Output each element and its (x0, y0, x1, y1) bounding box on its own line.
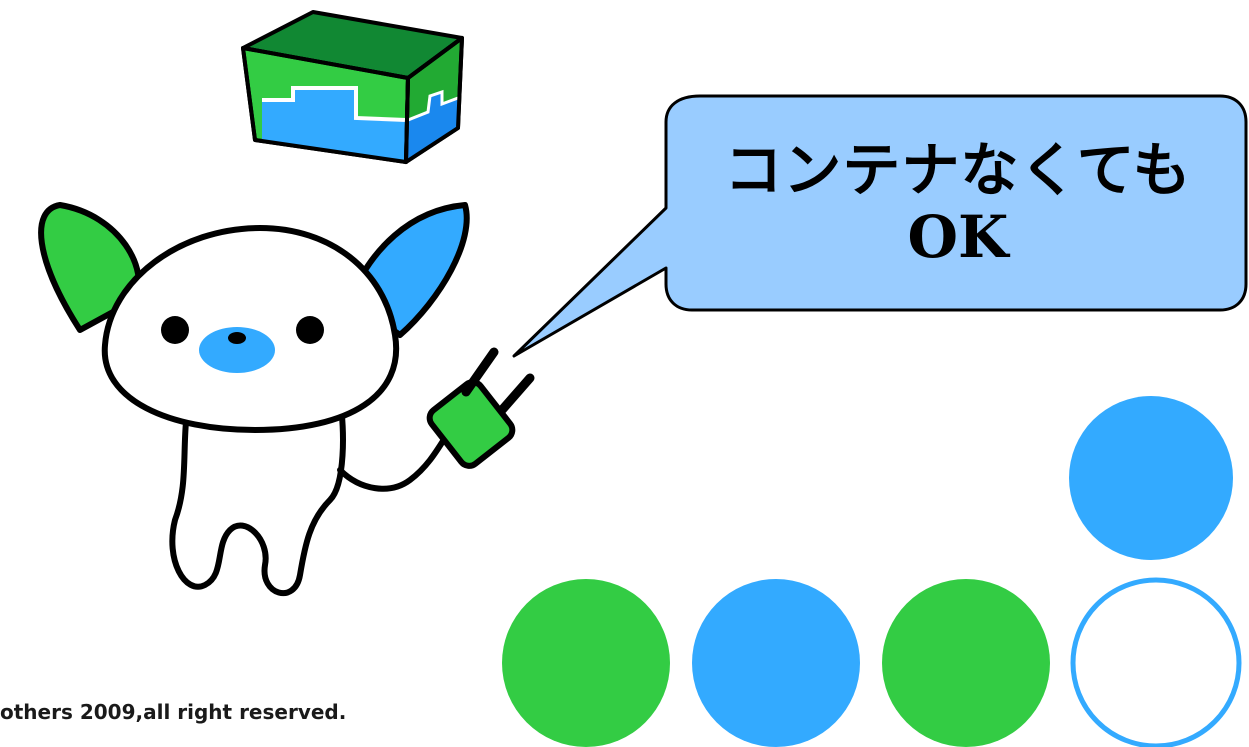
container-box-icon (241, 10, 464, 164)
dot-blue-1 (692, 579, 860, 747)
speech-bubble-line2: OK (907, 202, 1009, 271)
decorative-dots (502, 396, 1242, 747)
dot-outline (1070, 577, 1242, 747)
speech-bubble-line1: コンテナなくても (724, 136, 1192, 204)
speech-bubble (512, 94, 1248, 358)
copyright-notice: others 2009,all right reserved. (0, 700, 347, 724)
power-plug-icon (426, 347, 535, 469)
dot-blue-2 (1069, 396, 1233, 560)
dot-green-2 (882, 579, 1050, 747)
speech-bubble-text: コンテナなくても OK (668, 140, 1248, 268)
dot-green-1 (502, 579, 670, 747)
mascot-character (38, 202, 470, 597)
